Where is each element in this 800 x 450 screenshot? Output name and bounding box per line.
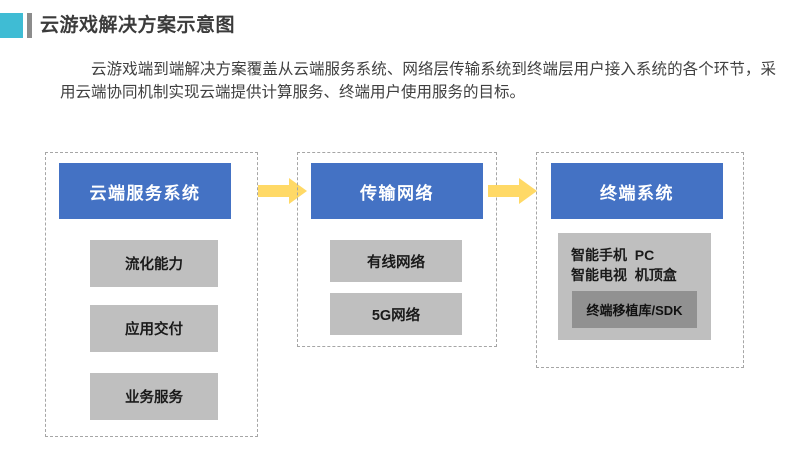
group-container-network xyxy=(297,152,497,347)
accent-block-icon xyxy=(0,13,23,38)
arrow-right-icon xyxy=(488,178,537,204)
terminal-device-list: 智能手机 PC 智能电视 机顶盒 xyxy=(571,247,677,283)
item-box: 5G网络 xyxy=(330,293,462,335)
terminal-sdk-box: 终端移植库/SDK xyxy=(572,291,697,328)
group-header-terminal: 终端系统 xyxy=(551,163,723,219)
group-header-network: 传输网络 xyxy=(311,163,483,219)
group-container-terminal xyxy=(536,152,744,368)
item-box: 应用交付 xyxy=(90,305,218,352)
accent-tick-icon xyxy=(27,13,32,38)
intro-paragraph: 云游戏端到端解决方案覆盖从云端服务系统、网络层传输系统到终端层用户接入系统的各个… xyxy=(60,61,776,101)
page-header: 云游戏解决方案示意图 xyxy=(0,0,800,48)
arrow-right-icon xyxy=(258,178,307,204)
page-title: 云游戏解决方案示意图 xyxy=(40,15,236,36)
group-container-cloud xyxy=(45,152,258,437)
group-header-cloud: 云端服务系统 xyxy=(59,163,231,219)
item-box: 业务服务 xyxy=(90,373,218,420)
terminal-device-panel: 智能手机 PC 智能电视 机顶盒 终端移植库/SDK xyxy=(558,233,711,340)
item-box: 流化能力 xyxy=(90,240,218,287)
item-box: 有线网络 xyxy=(330,240,462,282)
